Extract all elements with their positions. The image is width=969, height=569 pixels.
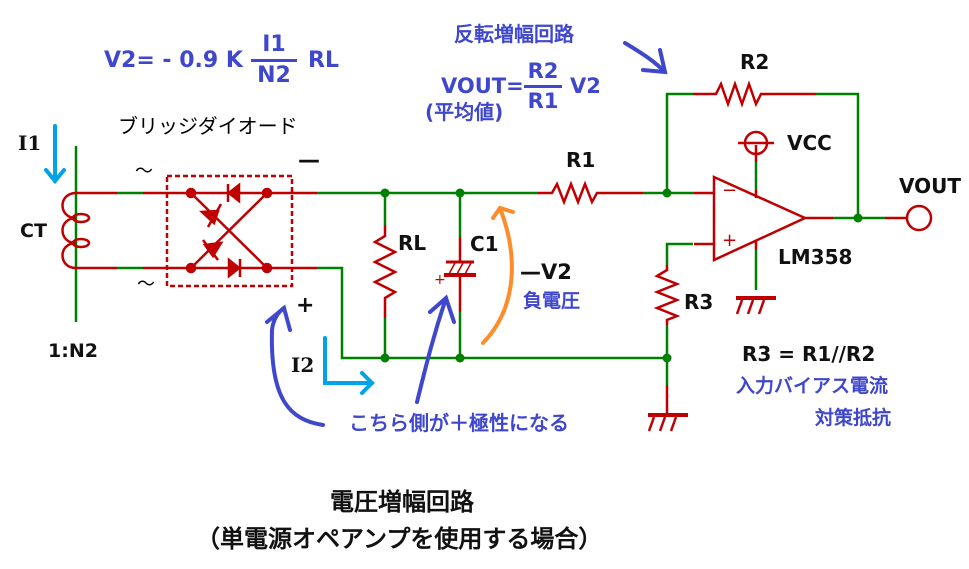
i1-arrow-icon xyxy=(44,124,66,185)
inverting-amp-label: 反転増幅回路 xyxy=(454,22,574,46)
v2-denominator: N2 xyxy=(257,63,291,88)
vout-formula-note: (平均値) xyxy=(425,100,504,124)
bridge-diodes xyxy=(185,182,273,279)
vout-denominator: R1 xyxy=(527,89,559,113)
c1-label: C1 xyxy=(470,232,499,256)
vout-formula-fraction: R2 R1 xyxy=(524,61,562,112)
bridge-cross-2 xyxy=(190,192,268,269)
bridge-plus-label: + xyxy=(296,293,315,318)
bridge-diode-box xyxy=(165,174,294,288)
wire-noninv-input xyxy=(665,242,693,265)
resistor-rl xyxy=(372,225,398,318)
r1-label: R1 xyxy=(566,148,596,172)
opamp-noninverting-sign: + xyxy=(722,230,738,251)
ac-input-bottom-label: ～ xyxy=(137,274,155,295)
polarity-arrows-icon xyxy=(265,41,668,427)
wire-bottom-rail xyxy=(317,266,669,360)
opamp-model-label: LM358 xyxy=(778,245,853,269)
c1-plus-label: + xyxy=(434,272,446,288)
vout-terminal[interactable] xyxy=(905,204,933,232)
diagram-subtitle: （単電源オペアンプを使用する場合） xyxy=(196,525,603,553)
ground-r3 xyxy=(647,413,688,432)
ct-label: CT xyxy=(20,220,47,242)
r2-label: R2 xyxy=(740,50,770,74)
resistor-r3 xyxy=(653,265,681,325)
v2-formula-tail: RL xyxy=(308,48,339,73)
vout-numerator: R2 xyxy=(527,59,559,83)
v2-formula-fraction: I1 N2 xyxy=(251,34,297,87)
opamp-lm358 xyxy=(712,175,809,262)
polarity-note: こちら側が＋極性になる xyxy=(349,411,569,435)
fraction-bar xyxy=(524,85,562,88)
neg-v2-label: —V2 xyxy=(520,260,572,284)
v2-arrow-icon xyxy=(481,205,515,345)
v2-formula-lhs: V2= - 0.9 K xyxy=(104,48,243,73)
bridge-minus-label: — xyxy=(298,148,320,173)
i1-label: I1 xyxy=(18,131,42,155)
resistor-r2 xyxy=(693,80,816,108)
vout-formula-tail: V2 xyxy=(570,74,601,98)
diagram-title: 電圧増幅回路 xyxy=(330,488,474,516)
turns-ratio-label: 1:N2 xyxy=(48,340,98,362)
bias-note-line1: 入力バイアス電流 xyxy=(736,375,889,397)
rl-label: RL xyxy=(398,231,427,255)
ac-input-top-label: ～ xyxy=(135,161,153,182)
vout-label: VOUT xyxy=(899,174,962,198)
v2-numerator: I1 xyxy=(262,32,286,57)
vcc-label: VCC xyxy=(787,131,832,155)
ct-coil xyxy=(61,191,117,270)
i2-label: I2 xyxy=(291,353,315,377)
components xyxy=(61,80,933,432)
r3-label: R3 xyxy=(684,290,714,314)
vout-formula-lhs: VOUT= xyxy=(441,74,524,98)
wire-feedback-right xyxy=(816,92,860,218)
junctions xyxy=(380,188,863,363)
i2-arrow-icon xyxy=(323,336,375,395)
fraction-bar xyxy=(251,59,297,62)
diode-top xyxy=(226,182,241,204)
ground-opamp xyxy=(735,296,776,315)
bias-note-line2: 対策抵抗 xyxy=(815,407,892,429)
bridge-diode-label: ブリッジダイオード xyxy=(118,114,298,138)
resistor-r1 xyxy=(538,180,643,206)
opamp-inverting-sign: − xyxy=(722,180,738,201)
wire-feedback-left xyxy=(665,92,693,193)
diode-bottom xyxy=(227,257,242,279)
neg-voltage-label: 負電圧 xyxy=(523,290,581,312)
r3-equation: R3 = R1//R2 xyxy=(742,342,876,366)
